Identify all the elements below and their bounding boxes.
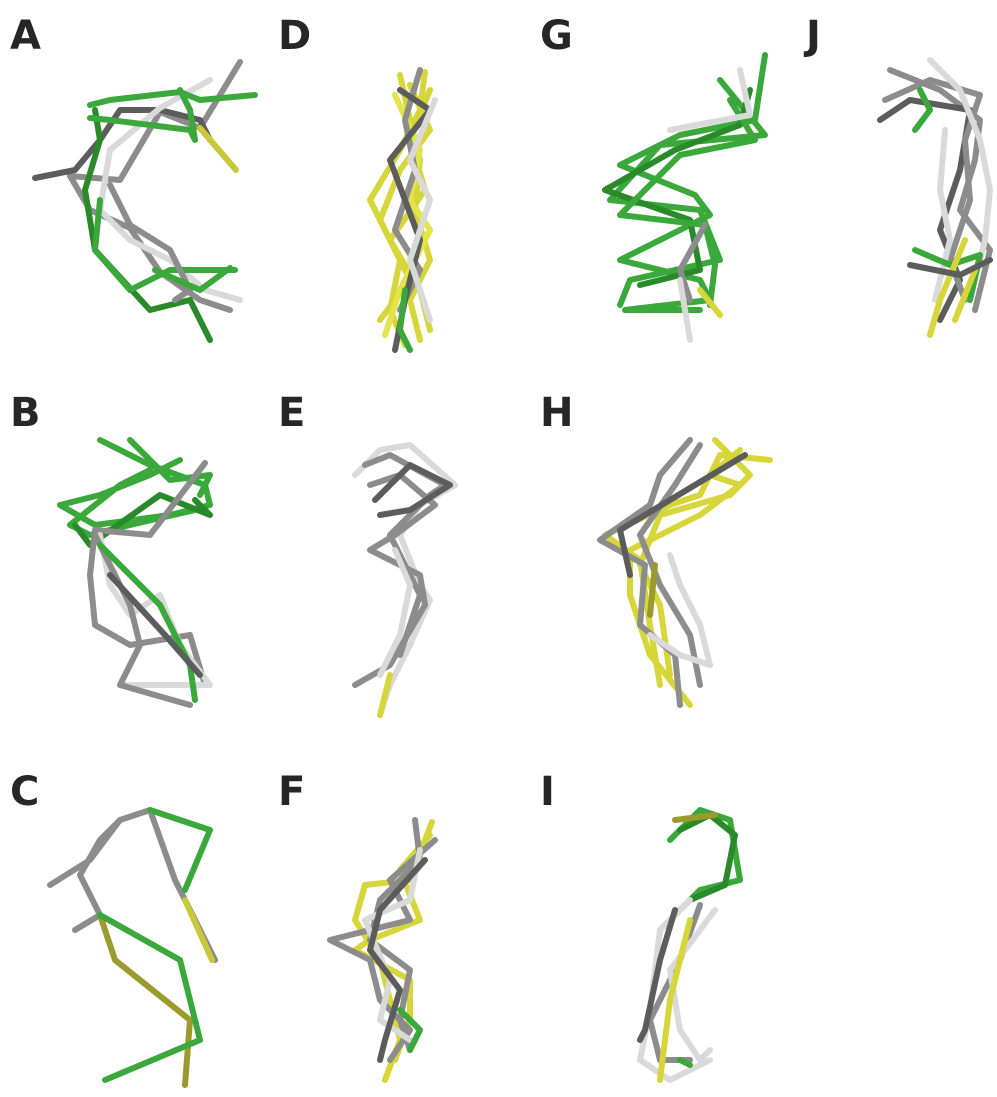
panel-e: E (270, 385, 500, 725)
panel-a: A (0, 0, 270, 370)
panel-c: C (0, 760, 270, 1097)
structure-bundle (500, 760, 790, 1097)
panel-f: F (270, 760, 500, 1097)
panel-i: I (500, 760, 790, 1097)
panel-g: G (500, 0, 790, 370)
structure-bundle (500, 0, 790, 370)
structure-bundle (790, 0, 997, 370)
panel-j: J (790, 0, 997, 370)
structure-bundle (0, 0, 270, 370)
panel-b: B (0, 385, 270, 725)
structure-bundle (270, 760, 500, 1097)
panel-d: D (270, 0, 500, 370)
structure-bundle (0, 760, 270, 1097)
structure-bundle (270, 385, 500, 725)
structure-bundle (0, 385, 270, 725)
structure-bundle (500, 385, 790, 725)
structure-bundle (270, 0, 500, 370)
panel-h: H (500, 385, 790, 725)
